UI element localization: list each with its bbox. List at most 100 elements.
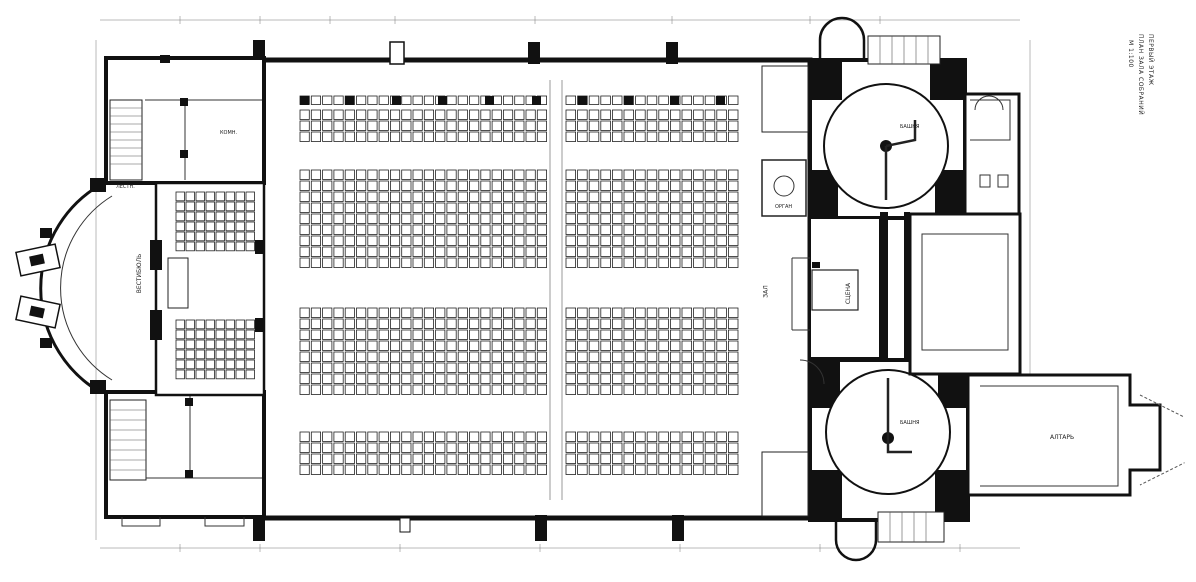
pew-seat (577, 318, 588, 329)
pew-seat (525, 431, 536, 442)
drawing-scale: М 1:100 (1127, 40, 1134, 68)
vestibule-seating (175, 191, 255, 380)
pew-seat (333, 362, 344, 373)
pew-seat (389, 362, 401, 373)
pew-seat (514, 431, 525, 442)
pew-seat (693, 213, 704, 224)
pew-seat (446, 257, 457, 268)
pew-seat (322, 235, 333, 246)
pew-seat (356, 120, 367, 131)
pew-seat (322, 453, 333, 464)
pew-seat (446, 180, 457, 191)
pew-seat (588, 120, 600, 131)
pew-seat (435, 318, 446, 329)
pew-seat (681, 169, 693, 180)
pew-seat (536, 213, 547, 224)
pew-seat (728, 351, 739, 362)
pew-seat (356, 95, 367, 105)
pew-seat (704, 340, 716, 351)
pew-seat (600, 224, 611, 235)
pew-seat (514, 191, 525, 202)
pew-seat (491, 169, 502, 180)
pew-seat (378, 180, 389, 191)
pew-seat (514, 224, 525, 235)
pew-seat (681, 362, 693, 373)
pew-seat (635, 453, 646, 464)
pew-seat (322, 257, 333, 268)
pew-seat (435, 329, 446, 340)
pew-seat (514, 340, 525, 351)
vestibule-seat (205, 201, 215, 212)
pew-seat (525, 362, 536, 373)
pew-seat (389, 351, 401, 362)
entrance-porch (15, 178, 113, 394)
pew-seat (623, 464, 635, 475)
pew-seat (412, 464, 423, 475)
pew-seat (502, 453, 514, 464)
pew-seat (577, 329, 588, 340)
pew-seat (514, 464, 525, 475)
pew-seat (658, 442, 669, 453)
vestibule-seat (245, 201, 255, 212)
vestibule-seat (175, 369, 185, 380)
pew-seat (310, 235, 321, 246)
pew-seat (716, 180, 727, 191)
pew-seat (356, 464, 367, 475)
pew-seat (389, 131, 401, 142)
pew-seat (423, 373, 434, 384)
vestibule-seat (175, 319, 185, 330)
pew-seat (704, 373, 716, 384)
pew-seat (367, 246, 378, 257)
pew-seat (356, 109, 367, 120)
pew-seat (704, 120, 716, 131)
pew-seat (344, 120, 355, 131)
pew-seat (457, 191, 468, 202)
pew-seat (423, 180, 434, 191)
pew-seat (536, 131, 547, 142)
pew-seat (491, 120, 502, 131)
pew-seat (389, 431, 401, 442)
pew-seat (704, 169, 716, 180)
pew-seat (378, 109, 389, 120)
vestibule-seat (195, 319, 205, 330)
pew-seat (670, 442, 681, 453)
pew-seat (322, 120, 333, 131)
pew-seat (577, 131, 588, 142)
pew-seat (480, 373, 491, 384)
vestibule-seat (185, 211, 195, 222)
pew-seat (446, 431, 457, 442)
pew-seat (299, 373, 310, 384)
vestibule-seat (235, 201, 245, 212)
pew-seat (435, 257, 446, 268)
pew-seat (681, 373, 693, 384)
pew-seat (525, 109, 536, 120)
pew-seat (693, 169, 704, 180)
pew-seat (446, 453, 457, 464)
pew-seat (356, 442, 367, 453)
pew-seat (577, 120, 588, 131)
pew-seat (658, 131, 669, 142)
stair-mark: ЛЕСТН. (116, 184, 135, 190)
vestibule-seat (195, 329, 205, 340)
pew-seat (367, 95, 378, 105)
pew-seat (310, 109, 321, 120)
pew-seat (670, 109, 681, 120)
pew-seat (514, 362, 525, 373)
pew-seat (565, 307, 577, 318)
pew-seat (310, 180, 321, 191)
pew-seat (588, 213, 600, 224)
pew-end-marker (485, 96, 494, 105)
pew-seat (635, 431, 646, 442)
pew-seat (412, 246, 423, 257)
pew-seat (502, 131, 514, 142)
pew-seat (670, 180, 681, 191)
pew-seat (378, 213, 389, 224)
pew-seat (728, 329, 739, 340)
pew-seat (457, 169, 468, 180)
pew-seat (446, 307, 457, 318)
pew-seat (635, 384, 646, 395)
pew-seat (310, 169, 321, 180)
pew-seat (600, 213, 611, 224)
pew-seat (681, 329, 693, 340)
pew-seat (457, 131, 468, 142)
